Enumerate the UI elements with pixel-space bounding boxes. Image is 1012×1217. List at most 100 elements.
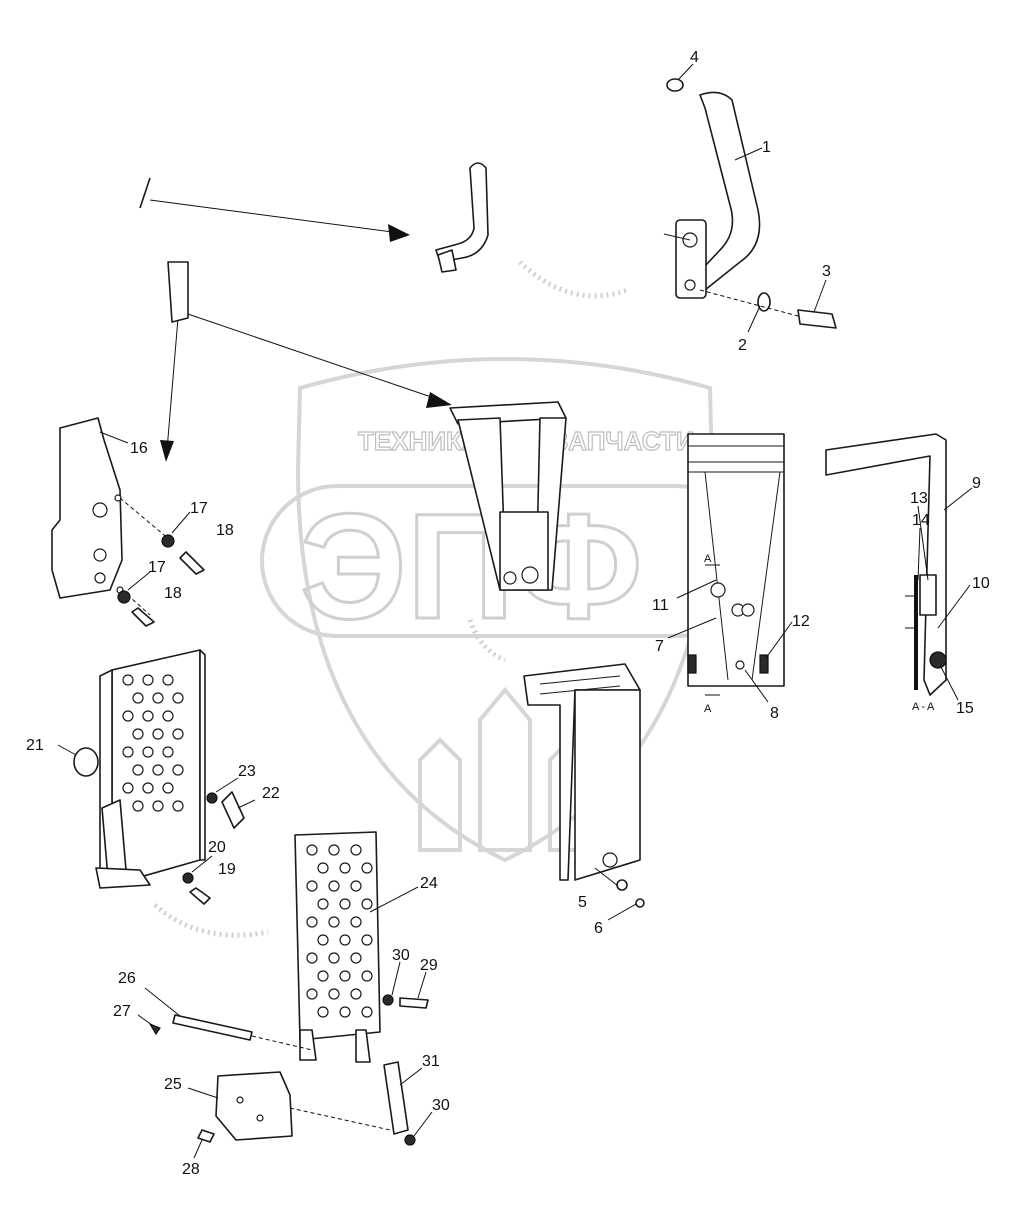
nut — [404, 1134, 416, 1146]
pedal-front-view: A A — [687, 433, 785, 715]
nut — [161, 534, 175, 548]
callout-c18b: 18 — [164, 585, 182, 602]
plate-hole — [339, 1006, 351, 1018]
assembly-arrow — [181, 311, 441, 401]
plate-hole — [172, 764, 184, 776]
plate-hole — [317, 934, 329, 946]
assembly-arrow — [166, 317, 179, 451]
bolt — [399, 997, 429, 1009]
plate-hole — [142, 782, 154, 794]
callout-c27: 27 — [113, 1003, 131, 1020]
plate-hole — [350, 844, 362, 856]
pedal-reference-part — [435, 162, 489, 273]
callout-c16: 16 — [130, 440, 148, 457]
callout-c31: 31 — [422, 1053, 440, 1070]
pedal-housing-lower — [523, 663, 645, 908]
plate-hole — [152, 764, 164, 776]
plate-hole — [339, 970, 351, 982]
plate-hole — [122, 782, 134, 794]
plate-hole — [172, 728, 184, 740]
callout-c30b: 30 — [432, 1097, 450, 1114]
plate-hole — [328, 844, 340, 856]
plate-hole — [361, 970, 373, 982]
cap-nut — [666, 78, 684, 92]
callout-c21: 21 — [26, 737, 44, 754]
callout-c25: 25 — [164, 1076, 182, 1093]
callout-c4: 4 — [690, 49, 699, 66]
callout-c5: 5 — [578, 894, 587, 911]
plate-hole — [306, 916, 318, 928]
plate-hole — [317, 970, 329, 982]
callout-c22: 22 — [262, 785, 280, 802]
callout-c17b: 17 — [148, 559, 166, 576]
plate-hole — [361, 1006, 373, 1018]
callout-c23: 23 — [238, 763, 256, 780]
plate-hole — [172, 692, 184, 704]
bolt — [131, 607, 155, 627]
plate-hole — [350, 952, 362, 964]
section-view-aa: A-A — [825, 433, 947, 713]
plate-hole — [172, 800, 184, 812]
bolt — [197, 1129, 215, 1143]
plate-hole — [306, 988, 318, 1000]
plate-hole — [339, 934, 351, 946]
callout-c6: 6 — [594, 920, 603, 937]
bolt — [797, 309, 837, 329]
callout-c2: 2 — [738, 337, 747, 354]
callout-c14: 14 — [912, 512, 930, 529]
plate-hole — [152, 728, 164, 740]
plate-hole — [152, 800, 164, 812]
bolt — [189, 887, 211, 905]
plate-hole — [328, 880, 340, 892]
washer — [616, 879, 628, 891]
perforated-plate — [294, 831, 381, 1063]
clip-bracket — [167, 261, 189, 323]
section-marker-top: A — [704, 553, 713, 565]
plate-hole — [122, 674, 134, 686]
watermark-logo-text: ЭПФ — [300, 482, 643, 650]
callout-c28: 28 — [182, 1161, 200, 1178]
callout-c19: 19 — [218, 861, 236, 878]
callout-c13: 13 — [910, 490, 928, 507]
plate-holes — [122, 674, 184, 812]
nut — [117, 590, 131, 604]
plate-hole — [162, 710, 174, 722]
assembly-arrow — [149, 199, 401, 234]
watermark-right-text: ЗАПЧАСТИ — [552, 426, 695, 456]
split-pin — [148, 1022, 161, 1036]
flow-arrow — [153, 903, 269, 938]
plate-hole — [350, 880, 362, 892]
tension-spring — [383, 1061, 409, 1135]
split-pin — [139, 177, 151, 209]
plate-hole — [350, 988, 362, 1000]
flow-arrow — [518, 260, 629, 299]
callout-c26: 26 — [118, 970, 136, 987]
plate-hole — [339, 862, 351, 874]
plate-hole — [122, 710, 134, 722]
plate-holes — [306, 844, 373, 1018]
callout-c3: 3 — [822, 263, 831, 280]
callout-c17a: 17 — [190, 500, 208, 517]
plate-hole — [328, 952, 340, 964]
clip — [221, 791, 245, 829]
plate-hole — [152, 692, 164, 704]
plate-hole — [328, 988, 340, 1000]
plate-hole — [350, 916, 362, 928]
plate-hole — [306, 952, 318, 964]
plate-hole — [317, 862, 329, 874]
callout-c9: 9 — [972, 475, 981, 492]
callout-c8: 8 — [770, 705, 779, 722]
callout-c30a: 30 — [392, 947, 410, 964]
callout-c20: 20 — [208, 839, 226, 856]
callout-c29: 29 — [420, 957, 438, 974]
plate-hole — [142, 674, 154, 686]
pedal-housing-front — [449, 401, 567, 591]
callout-c10: 10 — [972, 575, 990, 592]
plate-hole — [306, 880, 318, 892]
callout-c12: 12 — [792, 613, 810, 630]
plate-hole — [122, 746, 134, 758]
pedal-plate-assembly — [73, 649, 245, 905]
plate-hole — [361, 862, 373, 874]
nut — [206, 792, 218, 804]
